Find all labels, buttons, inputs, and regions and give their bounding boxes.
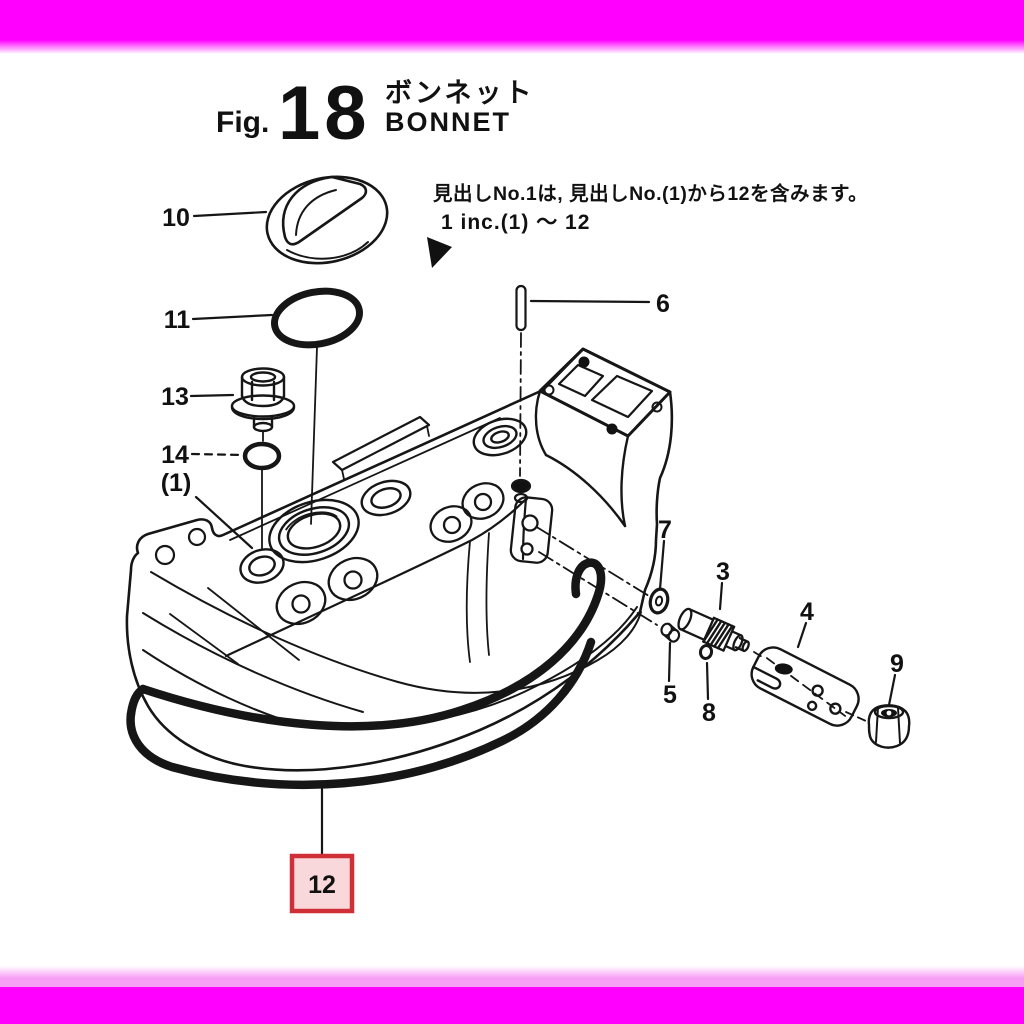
leader-lines: [189, 210, 897, 857]
bottom-light-band: [0, 978, 1024, 987]
callout-14: 14: [161, 441, 189, 469]
callout-10: 10: [162, 204, 190, 232]
callout-4: 4: [800, 598, 814, 626]
top-banner-fade: [0, 40, 1024, 54]
part-14-o-ring: [242, 441, 282, 471]
callout-13: 13: [161, 383, 189, 411]
callout-11: 11: [164, 306, 191, 334]
callout-6: 6: [656, 290, 670, 318]
callout-label: 13: [161, 383, 189, 411]
callout-label: (1): [161, 469, 192, 497]
callout-label: 10: [162, 204, 190, 232]
fig-number: 18: [278, 71, 371, 156]
callout-5: 5: [663, 681, 677, 709]
callout-label: 3: [716, 558, 730, 586]
callout-label: 5: [663, 681, 677, 709]
highlight-box[interactable]: [289, 853, 355, 914]
axis-lines: [261, 332, 867, 722]
callout-3: 3: [716, 558, 730, 586]
callout-label: 9: [890, 650, 904, 678]
callout-label: 8: [702, 699, 716, 727]
highlighted-callout-12[interactable]: 12: [289, 853, 355, 914]
part-4-bracket: [750, 646, 860, 727]
fig-label: Fig.: [216, 106, 269, 139]
note-line-1: 見出しNo.1は, 見出しNo.(1)から12を含みます。: [433, 182, 868, 205]
callout-label: 12: [308, 871, 336, 899]
callout-8: 8: [702, 699, 716, 727]
part-11-o-ring: [270, 287, 364, 349]
bottom-magenta-banner: [0, 987, 1024, 1024]
note-line-2: 1 inc.(1) ～ 12: [441, 211, 590, 234]
callout-7: 7: [658, 516, 672, 544]
top-magenta-banner: [0, 0, 1024, 40]
callout-label: 11: [164, 306, 191, 334]
part-10-filler-cap: [265, 175, 389, 265]
callout-(1): (1): [161, 469, 192, 497]
note-arrow-icon: [427, 237, 452, 268]
page-title-ja: ボンネット: [385, 78, 534, 108]
callout-layer: 10 11 13 14(1) 6 7 3 58 4 9 12: [161, 204, 904, 914]
callout-label: 6: [656, 290, 670, 318]
top-face-rings: [239, 417, 528, 584]
part-8-ring: [698, 644, 714, 660]
callout-label: 7: [658, 516, 672, 544]
bottom-banner-fade: [0, 966, 1024, 978]
part-7-washer: [648, 587, 670, 615]
callout-label: 4: [800, 598, 814, 626]
part-12-gasket: [126, 558, 606, 790]
callout-9: 9: [890, 650, 904, 678]
page-title-en: BONNET: [385, 107, 511, 137]
callout-label: 14: [161, 441, 189, 469]
part-9-nut: [867, 704, 911, 749]
part-6-pin: [510, 284, 532, 504]
exhaust-flange: [534, 347, 672, 528]
bolt-tabs: [275, 482, 554, 626]
part-5-collar: [660, 622, 681, 643]
part-3-breather: [677, 607, 750, 653]
part-13-bolt: [230, 367, 296, 433]
